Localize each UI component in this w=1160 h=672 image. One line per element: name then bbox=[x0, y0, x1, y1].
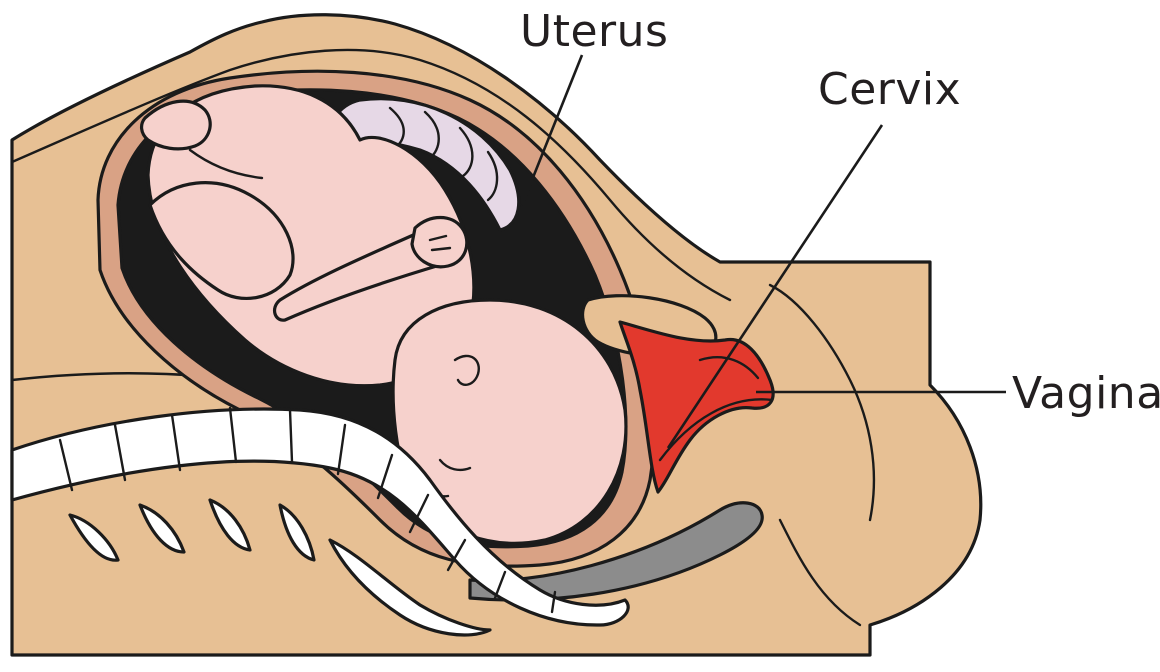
label-uterus: Uterus bbox=[520, 10, 668, 54]
label-cervix: Cervix bbox=[818, 68, 961, 112]
fetus-hand bbox=[412, 218, 467, 267]
label-vagina: Vagina bbox=[1012, 372, 1160, 416]
